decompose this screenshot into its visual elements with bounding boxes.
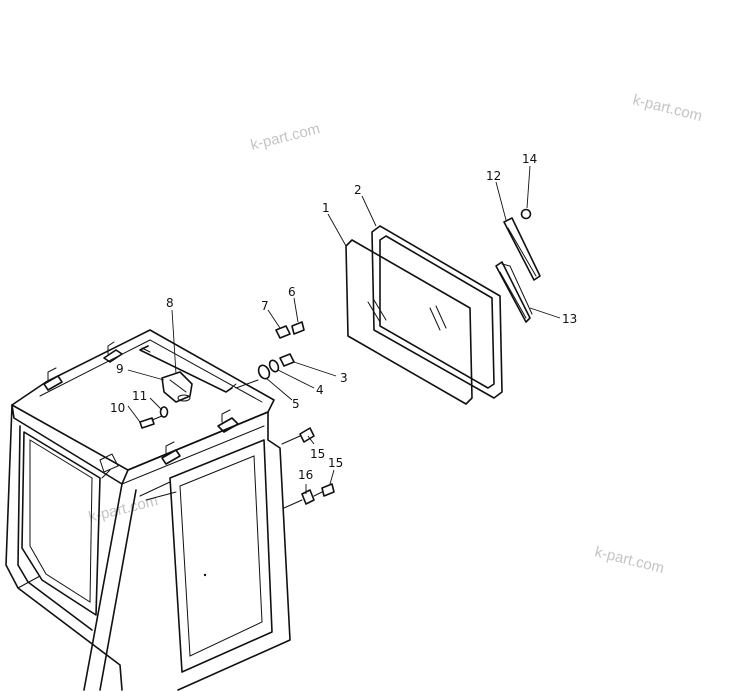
callout-6: 6 xyxy=(288,285,296,299)
callout-11: 11 xyxy=(132,389,147,403)
wiper-cap xyxy=(520,208,532,220)
bolts-15-16 xyxy=(281,427,335,509)
window-seal xyxy=(371,225,503,399)
callout-13: 13 xyxy=(562,312,577,326)
callout-9: 9 xyxy=(116,362,124,376)
watermark: k-part.com xyxy=(87,492,160,526)
wiper-wiring xyxy=(139,345,237,393)
callout-8: 8 xyxy=(166,296,174,310)
callout-15-lower: 15 xyxy=(328,456,343,470)
washer-11 xyxy=(159,406,169,418)
watermark: k-part.com xyxy=(593,543,666,577)
watermark: k-part.com xyxy=(249,120,322,154)
watermark: k-part.com xyxy=(631,91,704,125)
window-glass xyxy=(345,239,473,405)
leader-lines xyxy=(127,165,561,494)
callout-1: 1 xyxy=(322,201,330,215)
wiper-arm xyxy=(503,217,541,281)
wiper-blade xyxy=(495,261,533,323)
callout-4: 4 xyxy=(316,383,324,397)
callout-12: 12 xyxy=(486,169,501,183)
bolt-10 xyxy=(139,415,163,429)
callout-15-upper: 15 xyxy=(310,447,325,461)
callout-3: 3 xyxy=(340,371,348,385)
callout-14: 14 xyxy=(522,152,537,166)
callout-7: 7 xyxy=(261,299,269,313)
callouts: 1 2 3 4 5 6 7 8 9 10 11 12 13 14 15 15 1… xyxy=(110,152,577,482)
hardware-3-7 xyxy=(235,321,305,389)
callout-2: 2 xyxy=(354,183,362,197)
callout-5: 5 xyxy=(292,397,300,411)
wiper-motor xyxy=(161,371,193,403)
callout-10: 10 xyxy=(110,401,125,415)
cab-frame xyxy=(5,329,291,691)
callout-16: 16 xyxy=(298,468,313,482)
